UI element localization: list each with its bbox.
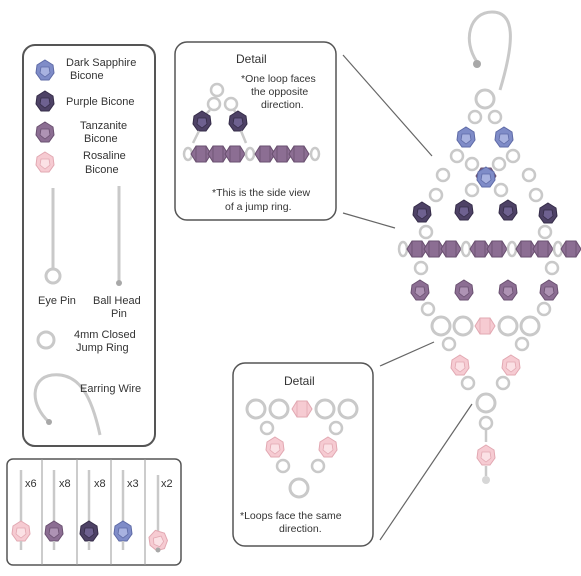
jump-ring-icon xyxy=(36,330,56,350)
ball-head-pin-icon xyxy=(116,186,122,286)
earring-hook xyxy=(467,10,512,91)
legend-box xyxy=(22,44,156,447)
legend-purple-label: Purple Bicone xyxy=(66,96,135,108)
quantity-label: x6 xyxy=(25,478,37,490)
detail-top-beadwork xyxy=(182,82,321,163)
quantity-column-ball-pin-rosaline xyxy=(146,475,170,553)
quantity-label: x8 xyxy=(59,478,71,490)
quantity-label: x3 xyxy=(127,478,139,490)
legend-jump-ring-label: 4mm Closed Jump Ring xyxy=(74,329,139,354)
detail-bottom-note: *Loops face the same direction. xyxy=(240,510,345,535)
detail-bottom-title: Detail xyxy=(284,374,315,388)
legend-dark-sapphire-label: Dark Sapphire Bicone xyxy=(66,57,139,82)
detail-top-box xyxy=(174,41,337,221)
detail-top-side-note: *This is the side view of a jump ring. xyxy=(212,187,313,213)
legend-eye-pin-label: Eye Pin xyxy=(38,295,76,307)
detail-top-connector xyxy=(342,212,396,229)
quantity-column-tanzanite xyxy=(44,470,64,550)
quantity-column-purple xyxy=(79,470,99,550)
legend-tanzanite-label: Tanzanite Bicone xyxy=(80,120,130,145)
earring-assembly xyxy=(397,10,581,484)
detail-bottom-beadwork xyxy=(245,398,359,499)
legend-earring-wire-label: Earring Wire xyxy=(80,383,141,395)
detail-top-loop-note: *One loop faces the opposite direction. xyxy=(241,73,319,111)
detail-bottom-connector xyxy=(379,403,473,541)
quantity-column-dark-sapphire xyxy=(113,470,133,550)
quantity-label: x2 xyxy=(161,478,173,490)
detail-bottom-connector xyxy=(379,341,435,367)
eye-pin-icon xyxy=(44,188,62,285)
detail-top-title: Detail xyxy=(236,52,267,66)
legend-rosaline-label: Rosaline Bicone xyxy=(83,150,129,176)
detail-top-connector xyxy=(342,54,433,157)
earring-wire-icon xyxy=(33,373,102,436)
quantity-column-rosaline xyxy=(11,470,31,550)
legend-ball-head-pin-label: Ball Head Pin xyxy=(93,295,144,320)
quantity-label: x8 xyxy=(94,478,106,490)
